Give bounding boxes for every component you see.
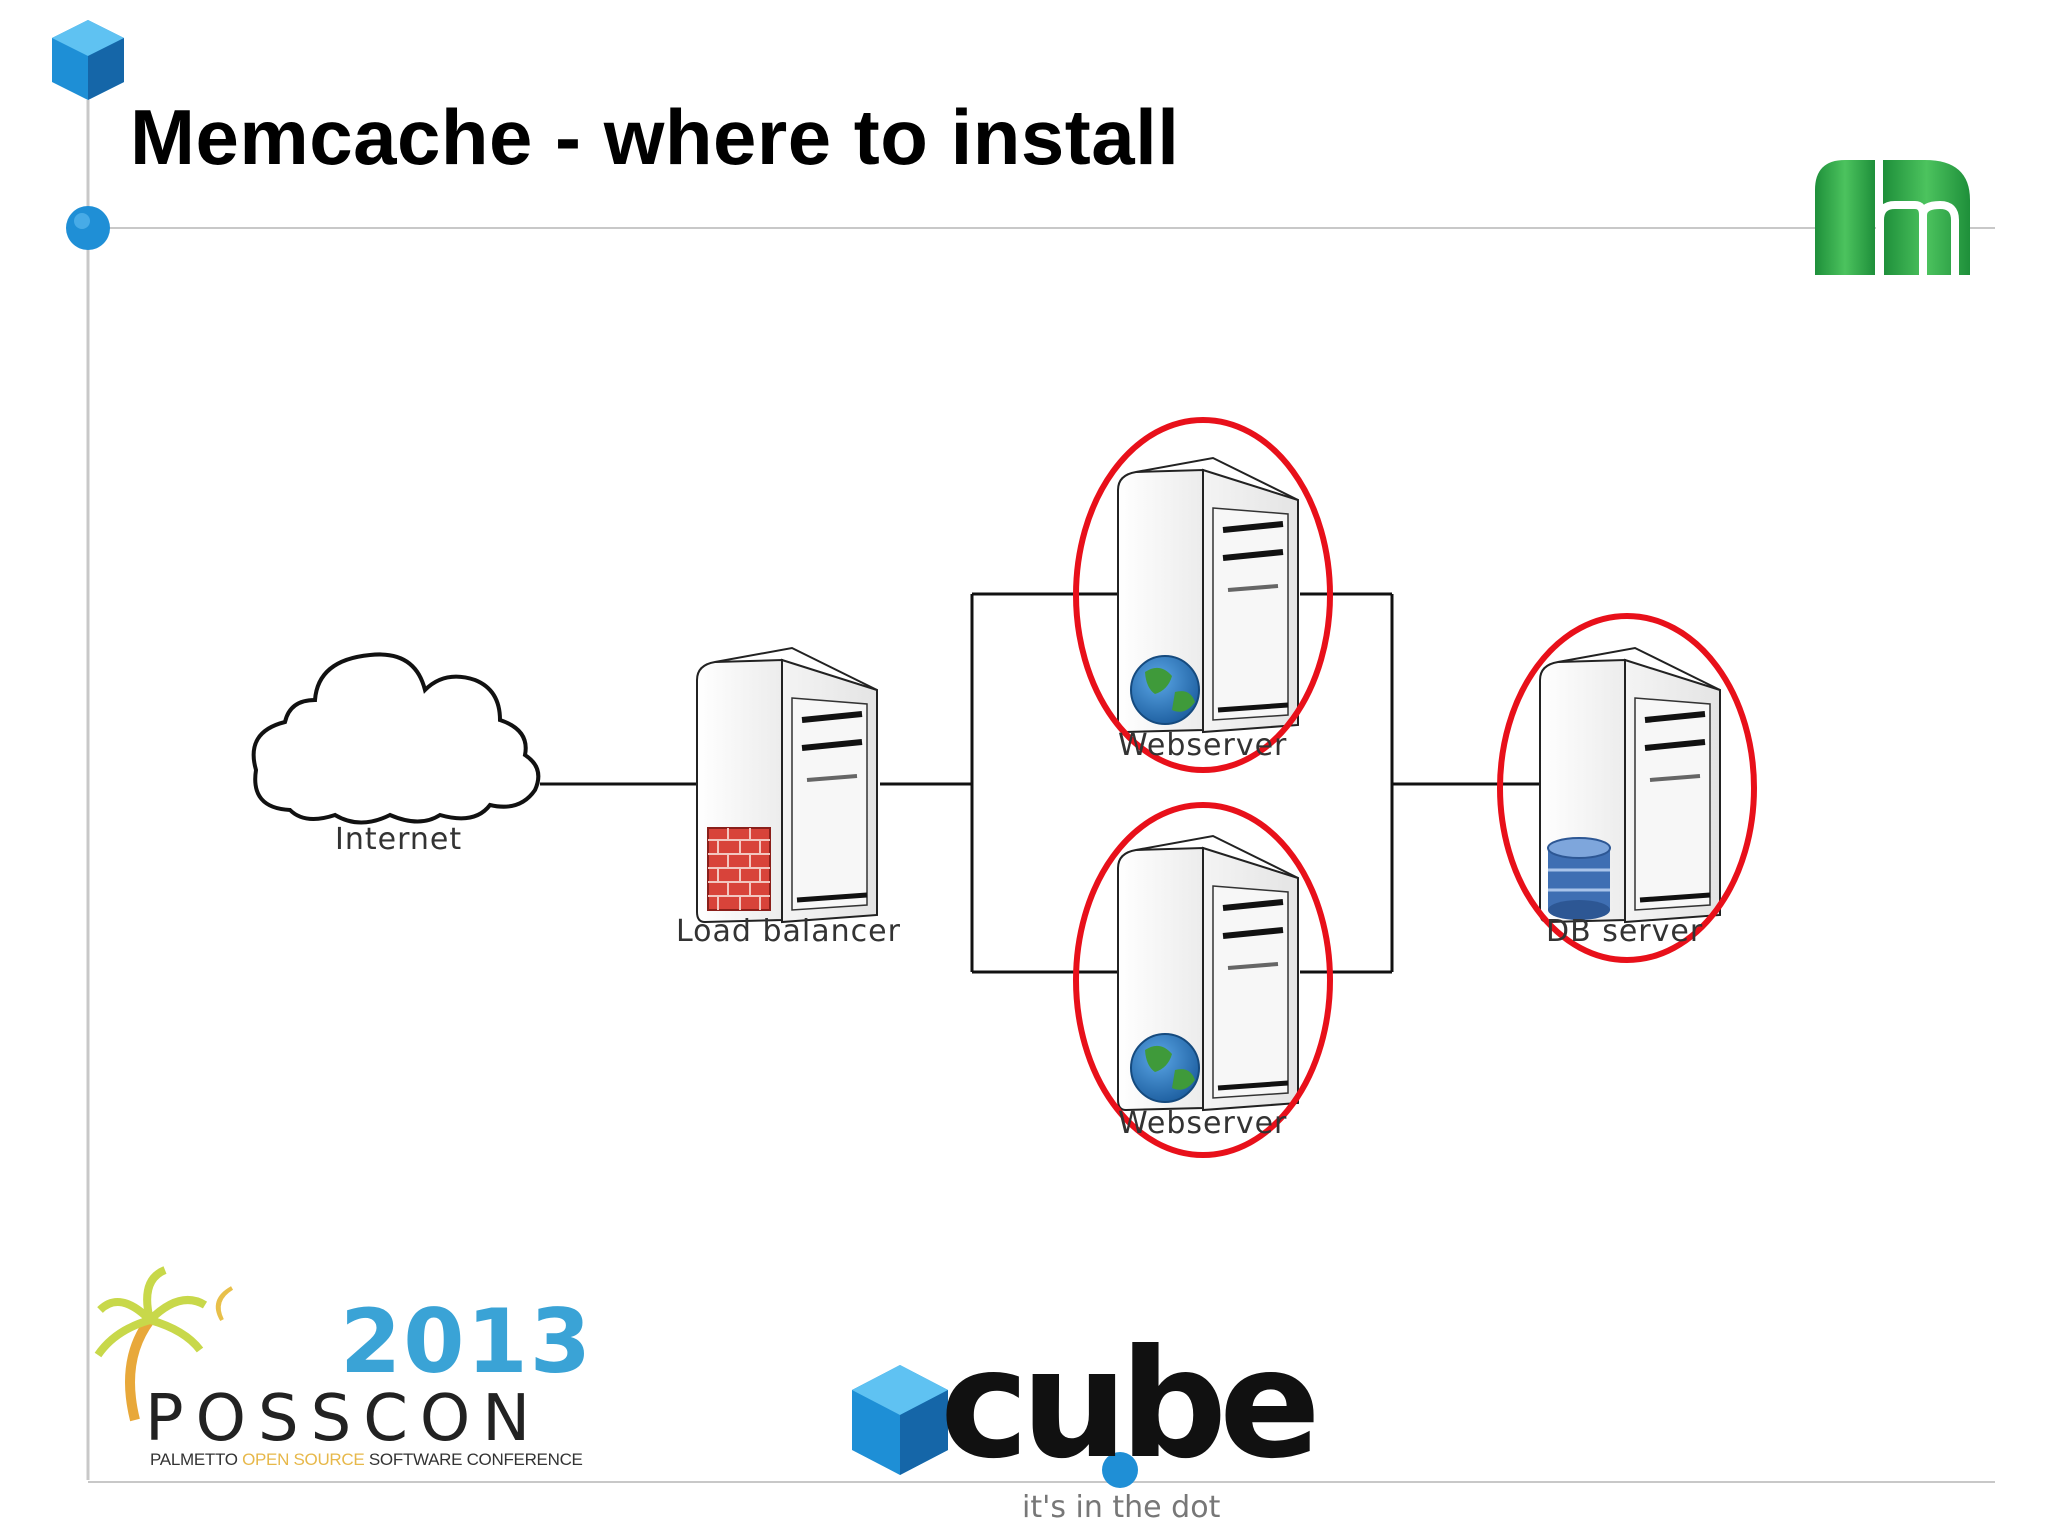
cube-dot-icon	[1102, 1452, 1138, 1488]
slide-frame	[86, 100, 1995, 1483]
database-icon	[1547, 837, 1611, 920]
divider-dot-icon	[66, 206, 110, 250]
node-label-webserver-1: Webserver	[1118, 728, 1288, 763]
posscon-tagline: PALMETTO OPEN SOURCE SOFTWARE CONFERENCE	[150, 1450, 583, 1470]
node-label-webserver-2: Webserver	[1118, 1106, 1288, 1141]
highlight-rings	[1073, 417, 1757, 1158]
corner-cube-icon	[52, 20, 124, 100]
posscon-name: POSSCON	[145, 1382, 543, 1456]
cube-logo-icon	[852, 1365, 948, 1475]
highlight-ring	[1073, 802, 1333, 1158]
highlight-ring	[1073, 417, 1333, 773]
globe-icon	[1130, 1033, 1200, 1103]
memcache-logo-icon	[1815, 160, 1970, 275]
slide-title: Memcache - where to install	[130, 93, 1180, 181]
posscon-palm-icon	[94, 1266, 234, 1422]
posscon-tagline-a: PALMETTO	[150, 1450, 243, 1469]
cloud-icon	[251, 652, 541, 825]
cube-tagline: it's in the dot	[1022, 1490, 1221, 1525]
node-label-internet: Internet	[335, 822, 463, 857]
connector-lines	[540, 592, 1540, 974]
cube-wordmark: cube	[940, 1318, 1321, 1492]
globe-icon	[1130, 655, 1200, 725]
node-label-db-server: DB server	[1546, 914, 1704, 949]
node-label-load-balancer: Load balancer	[676, 914, 901, 949]
firewall-icon	[707, 827, 771, 911]
posscon-tagline-b: OPEN SOURCE	[242, 1450, 365, 1469]
posscon-year: 2013	[340, 1290, 593, 1393]
highlight-ring	[1497, 613, 1757, 963]
posscon-tagline-c: SOFTWARE CONFERENCE	[364, 1450, 583, 1469]
